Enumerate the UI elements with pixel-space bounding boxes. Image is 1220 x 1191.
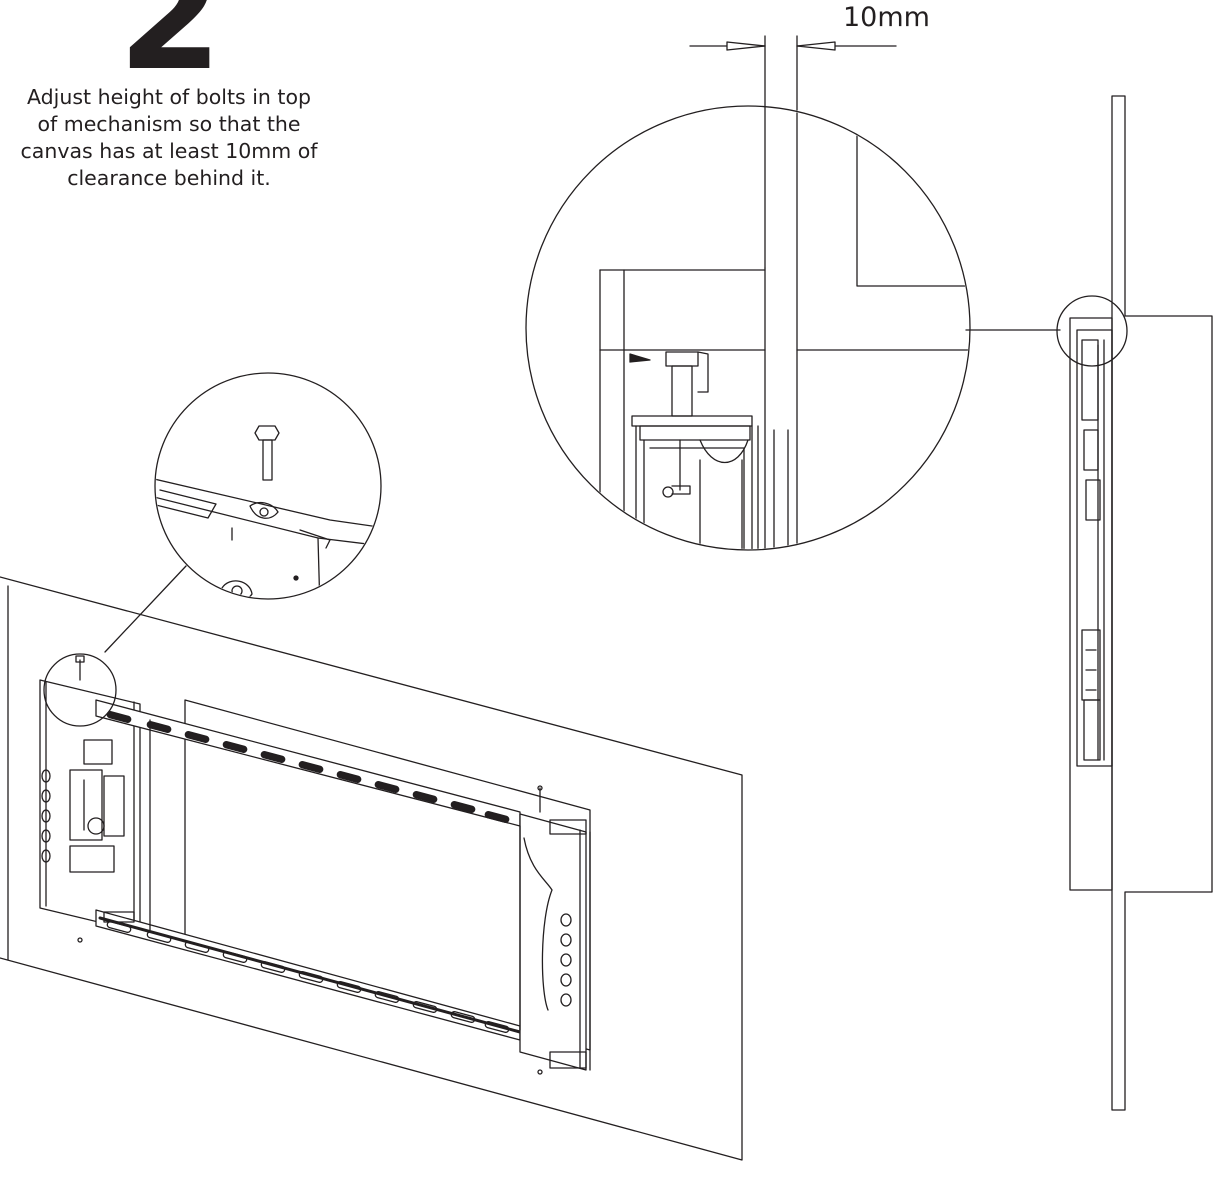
step-number: 2	[118, 0, 223, 104]
bolt-detail-magnified-circle	[104, 372, 382, 653]
detail-reference-circle	[43, 653, 117, 727]
bolts	[75, 655, 543, 1075]
mounting-frame	[39, 653, 591, 1075]
side-detail-magnified-circle	[525, 105, 1061, 551]
side-section-view	[1056, 95, 1213, 1111]
right-brackets	[549, 819, 587, 1069]
left-adjustment-mechanism	[69, 739, 135, 923]
right-rail-holes	[523, 837, 572, 1011]
dimension-lines	[689, 35, 897, 269]
left-rail-holes	[41, 769, 105, 863]
top-rail-slots	[106, 711, 510, 823]
bottom-rail-slots	[106, 921, 510, 1033]
clearance-dimension-label: 10mm	[843, 2, 930, 33]
step-instruction: Adjust height of bolts in top of mechani…	[20, 85, 318, 190]
